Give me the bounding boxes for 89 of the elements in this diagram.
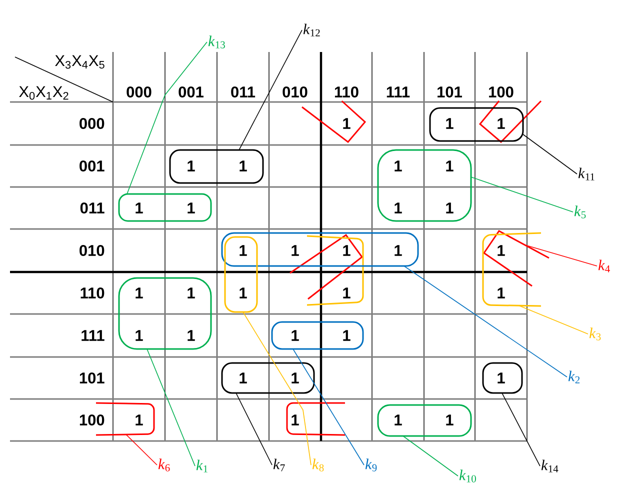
loop-bracket: [482, 232, 542, 307]
leader-line: [402, 436, 458, 476]
group-loop: [169, 149, 264, 184]
cell-value: 1: [343, 288, 350, 298]
leader-line: [518, 305, 588, 334]
group-loop: [221, 232, 419, 267]
leader-line: [502, 392, 540, 466]
leader-line: [238, 30, 302, 150]
row-header: 000: [80, 118, 104, 129]
group-loop: [118, 193, 212, 222]
group-loop: [429, 107, 524, 142]
cell-value: 1: [446, 160, 454, 172]
cell-value: 1: [188, 202, 195, 214]
cell-value: 1: [498, 372, 505, 384]
cell-value: 1: [498, 118, 505, 129]
column-header: 110: [334, 86, 358, 98]
cell-value: 1: [292, 245, 299, 256]
loop-corner: [482, 230, 550, 287]
group-label: k$_{5}$: [574, 206, 586, 218]
row-header: 100: [80, 414, 104, 426]
leader-line: [236, 392, 272, 466]
cell-value: 1: [394, 202, 402, 214]
cell-value: 1: [446, 202, 454, 214]
cell-value: 1: [240, 245, 247, 256]
cell-value: 1: [188, 330, 195, 341]
leader-line: [524, 244, 598, 266]
leader-line: [146, 348, 196, 466]
cell-value: 1: [292, 372, 299, 384]
group-label: k$_{12}$: [303, 24, 320, 36]
leader-line: [470, 176, 574, 212]
group-loop: [221, 362, 315, 394]
leader-line: [522, 134, 578, 174]
cell-value: 1: [343, 118, 350, 129]
column-header: 011: [231, 86, 256, 98]
cell-value: 1: [292, 330, 299, 341]
group-label: k$_{10}$: [459, 470, 476, 482]
cell-value: 1: [394, 245, 402, 256]
group-label: k$_{4}$: [598, 260, 610, 272]
row-header: 111: [82, 330, 104, 341]
group-label: k$_{3}$: [589, 328, 601, 340]
leader-line: [126, 42, 208, 194]
column-header: 111: [386, 86, 410, 98]
cell-value: 1: [343, 330, 350, 341]
column-header: 000: [126, 86, 152, 98]
cell-value: 1: [498, 288, 505, 298]
cell-value: 1: [136, 288, 143, 298]
cell-value: 1: [240, 288, 247, 298]
row-header: 011: [80, 202, 104, 214]
group-label: k$_{14}$: [541, 460, 558, 472]
variable-label: X$_{0}$X$_{1}$X$_{2}$: [19, 86, 68, 100]
group-label: k$_{2}$: [568, 370, 580, 384]
variable-label: X$_{3}$X$_{4}$X$_{5}$: [55, 55, 104, 69]
group-label: k$_{13}$: [208, 36, 225, 48]
cell-value: 1: [446, 414, 454, 426]
group-label: k$_{1}$: [196, 460, 208, 472]
leader-line: [242, 312, 312, 466]
cell-value: 1: [394, 160, 402, 172]
group-label: k$_{6}$: [158, 458, 170, 472]
group-label: k$_{7}$: [273, 458, 285, 472]
cell-value: 1: [240, 160, 247, 172]
row-header: 010: [80, 245, 104, 256]
cell-value: 1: [446, 118, 454, 129]
group-label: k$_{11}$: [578, 168, 594, 180]
group-loop: [118, 277, 212, 350]
cell-value: 1: [188, 160, 195, 172]
group-loop: [377, 149, 472, 222]
group-loop: [377, 404, 472, 437]
group-label: k$_{8}$: [312, 458, 324, 472]
group-loop: [271, 321, 364, 350]
cell-value: 1: [136, 202, 143, 214]
leader-line: [292, 348, 364, 466]
cell-value: 1: [343, 245, 350, 256]
row-header: 101: [80, 372, 104, 384]
cell-value: 1: [498, 245, 505, 256]
group-label: k$_{9}$: [365, 458, 377, 472]
leader-line: [404, 266, 568, 378]
cell-value: 1: [136, 414, 143, 426]
cell-value: 1: [292, 414, 299, 426]
leader-line: [126, 434, 158, 466]
row-header: 001: [80, 160, 104, 172]
column-header: 001: [178, 86, 204, 98]
cell-value: 1: [136, 330, 143, 341]
cell-value: 1: [394, 414, 402, 426]
cell-value: 1: [240, 372, 247, 384]
row-header: 110: [80, 288, 104, 298]
cell-value: 1: [188, 288, 195, 298]
column-header: 010: [282, 86, 308, 98]
group-loop: [482, 362, 523, 394]
group-loop: [224, 236, 258, 313]
